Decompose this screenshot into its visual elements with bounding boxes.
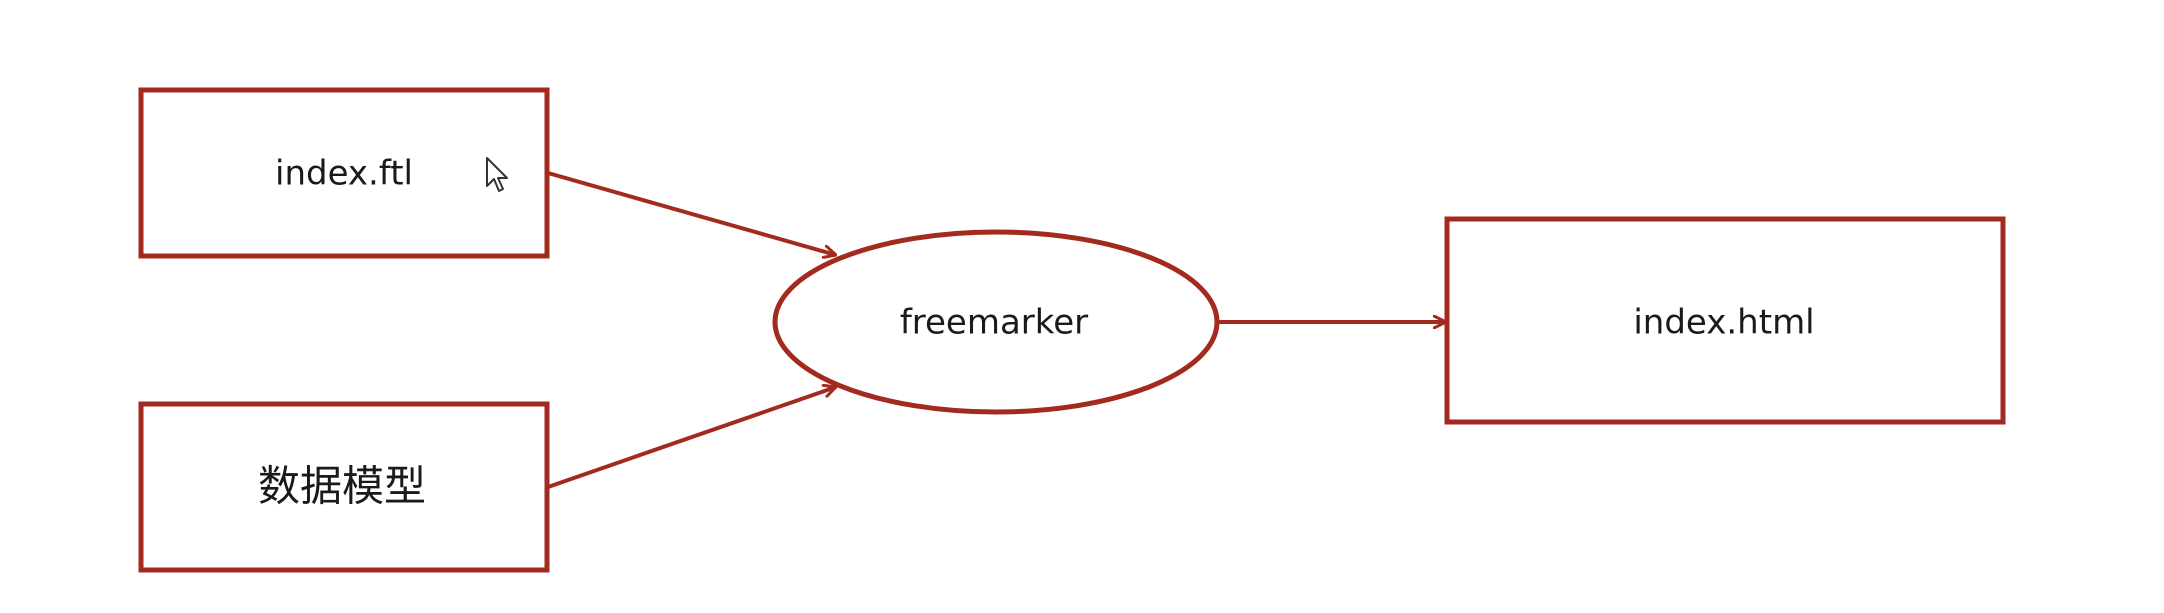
edges [547, 171, 1446, 489]
node-engine-ellipse [772, 229, 1220, 415]
node-data-model: 数据模型 [138, 401, 550, 573]
edge-data-model-to-engine [547, 387, 836, 489]
node-engine: freemarker [772, 229, 1220, 415]
node-engine-label: freemarker [900, 303, 1088, 343]
node-output-file: index.html [1444, 216, 2006, 425]
edge-template-to-engine [547, 171, 836, 255]
node-data-model-label: 数据模型 [258, 462, 426, 511]
node-data-model-box [138, 401, 550, 573]
node-output-file-label: index.html [1633, 303, 1814, 343]
mouse-pointer-icon [486, 157, 508, 192]
node-template-file: index.ftl [138, 87, 550, 259]
node-template-file-label: index.ftl [275, 154, 413, 194]
node-output-file-box [1444, 216, 2006, 425]
node-template-file-box [138, 87, 550, 259]
